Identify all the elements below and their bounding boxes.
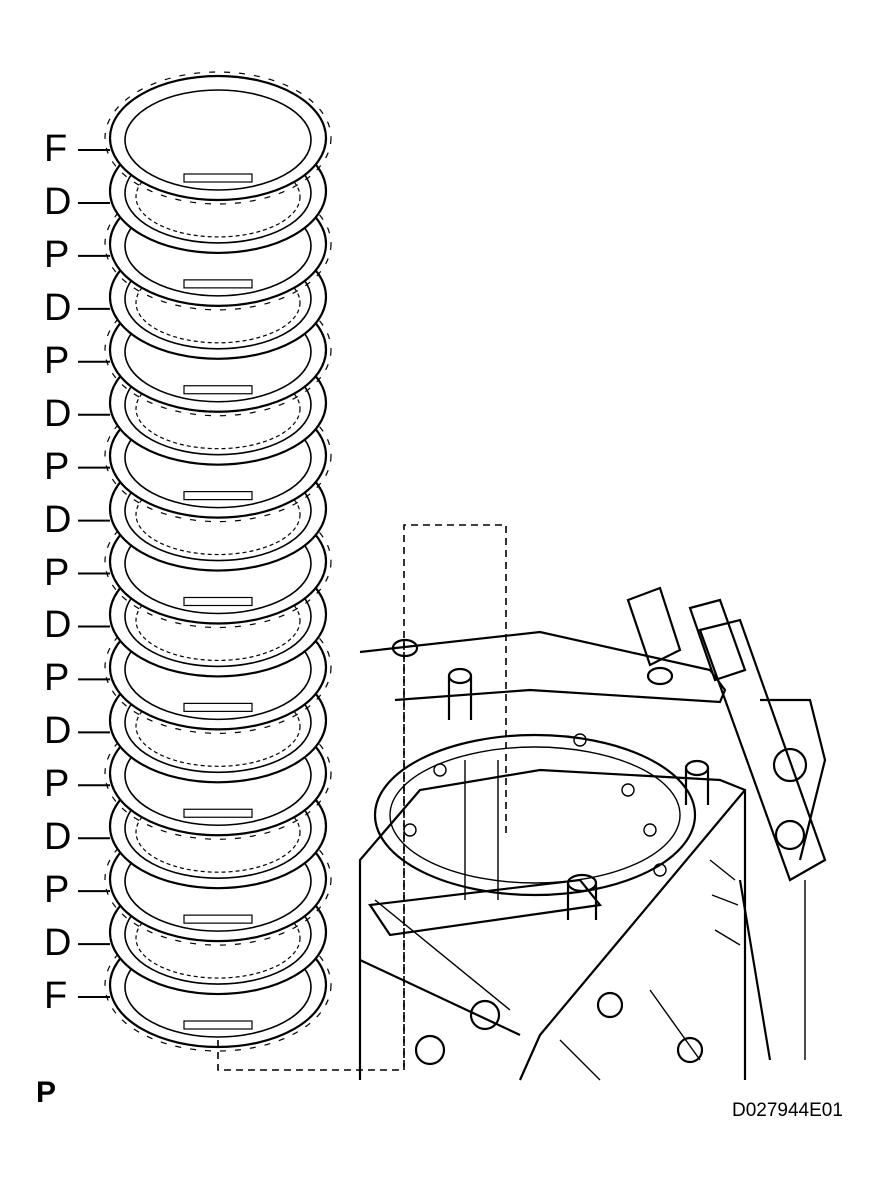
transmission-case [358, 586, 827, 1081]
part-label-D: D [44, 392, 72, 435]
part-label-D: D [44, 710, 72, 753]
figure-code: D027944E01 [732, 1100, 843, 1121]
part-label-P: P [44, 657, 70, 700]
part-label-P: P [44, 551, 70, 594]
part-label-P: P [44, 869, 70, 912]
part-label-P: P [44, 763, 70, 806]
alignment-dashed-outline [217, 524, 507, 1071]
part-label-D: D [44, 286, 72, 329]
leader-lines [78, 149, 110, 998]
part-label-F: F [44, 975, 68, 1017]
corner-mark: P [36, 1076, 57, 1109]
disc-stack [104, 71, 332, 1052]
part-label-F: F [44, 128, 68, 170]
part-label-P: P [44, 339, 70, 382]
part-label-P: P [44, 233, 70, 276]
disc-1-F [104, 71, 332, 205]
part-label-D: D [44, 922, 72, 965]
part-label-D: D [44, 498, 72, 541]
part-label-D: D [44, 816, 72, 859]
part-label-P: P [44, 445, 70, 488]
part-label-D: D [44, 180, 72, 223]
part-label-D: D [44, 604, 72, 647]
